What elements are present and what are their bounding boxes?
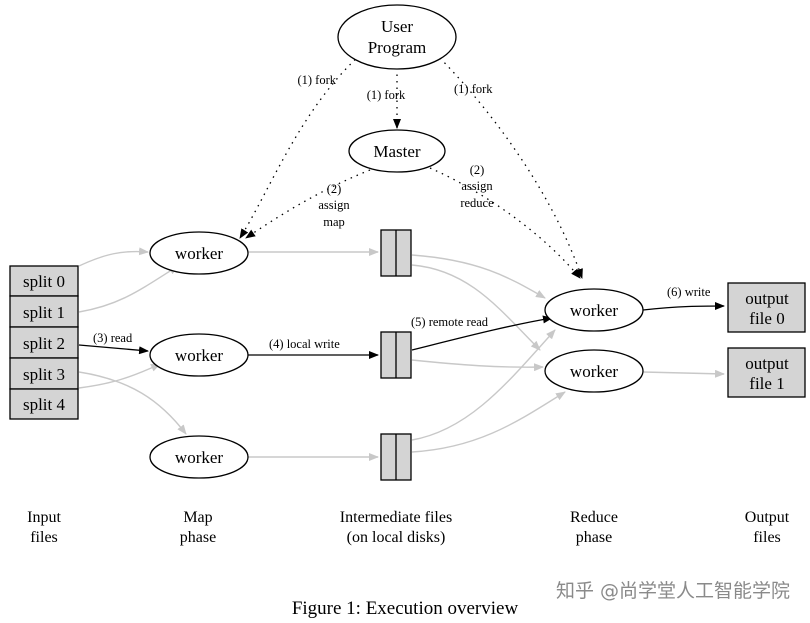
write-label: (6) write	[667, 285, 711, 299]
split-box: split 3	[9, 357, 79, 390]
assign-reduce-label-line1: (2)	[470, 163, 485, 177]
split-box: split 4	[9, 388, 79, 420]
map-worker-3: worker	[149, 435, 249, 479]
output-file-0: output file 0	[727, 282, 806, 333]
column-reduce-line1: Reduce	[570, 509, 618, 526]
user-program-node: User Program	[337, 4, 457, 70]
edge-fork-reducer1	[439, 57, 583, 279]
edge-split1-worker1	[78, 265, 179, 313]
split-label: split 2	[23, 334, 65, 353]
master-label: Master	[373, 142, 421, 161]
edge-assign-reduce	[429, 167, 581, 279]
map-worker-2: worker	[149, 333, 249, 377]
edge-reducer2-output1	[642, 369, 725, 378]
figure-caption: Figure 1: Execution overview	[292, 598, 519, 619]
local-write-label: (4) local write	[269, 337, 340, 351]
split-box: split 1	[9, 295, 79, 328]
assign-map-label-line1: (2)	[327, 182, 342, 196]
column-output-line2: files	[753, 529, 781, 546]
edge-split3-worker2	[78, 363, 161, 389]
edge-file3-reducer2	[411, 391, 566, 453]
split-box: split 0	[9, 265, 79, 297]
split-label: split 0	[23, 272, 65, 291]
fork-label-right: (1) fork	[454, 82, 493, 96]
edge-file1-reducer2	[411, 264, 541, 351]
worker-label: worker	[175, 244, 223, 263]
assign-map-label-line3: map	[323, 215, 345, 229]
column-intermediate-line2: (on local disks)	[347, 529, 446, 546]
user-program-label-line2: Program	[368, 38, 427, 57]
edge-file2-reducer2	[411, 359, 544, 372]
column-map-line2: phase	[180, 529, 216, 546]
worker-label: worker	[570, 362, 618, 381]
assign-map-label-line2: assign	[318, 198, 350, 212]
edge-write	[642, 302, 725, 311]
reduce-worker-2: worker	[544, 349, 644, 393]
user-program-label-line1: User	[381, 17, 413, 36]
split-label: split 4	[23, 395, 66, 414]
worker-label: worker	[570, 301, 618, 320]
output-label-line1: output	[745, 289, 789, 308]
read-label: (3) read	[93, 331, 133, 345]
column-input-line1: Input	[27, 509, 61, 526]
edge-file3-reducer1	[411, 329, 556, 441]
edge-labels: (1) fork (1) fork (1) fork (2) assign ma…	[93, 73, 711, 351]
master-node: Master	[348, 129, 446, 173]
intermediate-file-1	[380, 229, 412, 277]
edge-split0-worker1	[78, 247, 149, 267]
split-label: split 1	[23, 303, 65, 322]
output-label-line2: file 0	[749, 309, 784, 328]
column-input-line2: files	[30, 529, 58, 546]
output-label-line1: output	[745, 354, 789, 373]
assign-reduce-label-line2: assign	[461, 179, 493, 193]
fork-label-left: (1) fork	[297, 73, 336, 87]
gray-edges	[78, 247, 725, 461]
intermediate-file-2	[380, 331, 412, 379]
worker-label: worker	[175, 448, 223, 467]
column-labels: Input files Map phase Intermediate files…	[27, 509, 790, 546]
split-label: split 3	[23, 365, 65, 384]
column-intermediate-line1: Intermediate files	[340, 509, 452, 526]
column-map-line1: Map	[183, 509, 212, 526]
output-label-line2: file 1	[749, 374, 784, 393]
worker-label: worker	[175, 346, 223, 365]
edge-split3-worker3	[78, 371, 187, 435]
remote-read-label: (5) remote read	[411, 315, 489, 329]
dotted-edges	[239, 54, 583, 279]
output-file-1: output file 1	[727, 347, 806, 398]
watermark: 知乎 @尚学堂人工智能学院	[556, 580, 790, 602]
split-box: split 2	[9, 326, 79, 359]
edge-file1-reducer1	[411, 254, 546, 299]
edge-fork-worker1	[239, 54, 361, 239]
fork-label-center: (1) fork	[367, 88, 406, 102]
assign-reduce-label-line3: reduce	[460, 196, 494, 210]
edge-read	[78, 344, 149, 355]
edge-remote-read	[411, 315, 553, 351]
column-reduce-line2: phase	[576, 529, 612, 546]
black-edges	[78, 302, 725, 359]
column-output-line1: Output	[745, 509, 790, 526]
edge-assign-map	[245, 169, 371, 239]
intermediate-file-3	[380, 433, 412, 481]
map-worker-1: worker	[149, 231, 249, 275]
input-splits: split 0 split 1 split 2 split 3 split 4	[9, 265, 79, 420]
reduce-worker-1: worker	[544, 288, 644, 332]
